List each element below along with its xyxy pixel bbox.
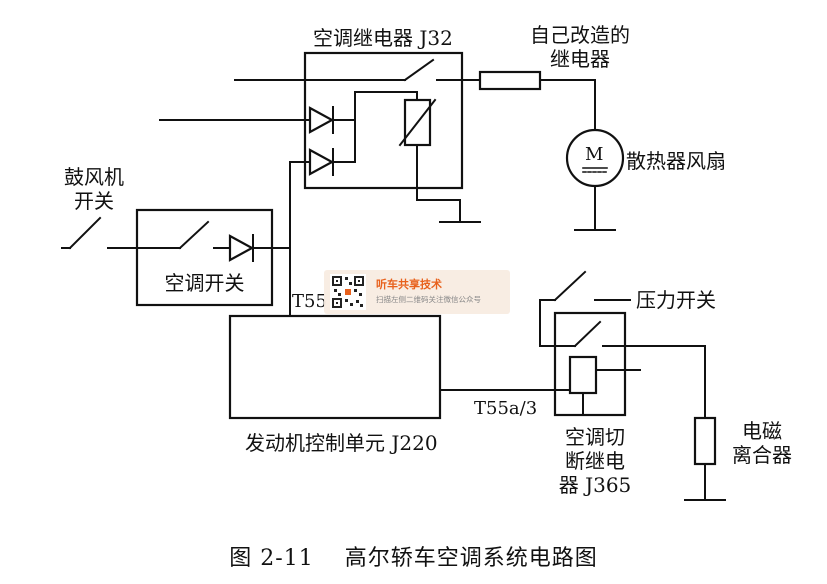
- blower-switch-blade: [68, 216, 102, 250]
- ac-switch-blade: [178, 220, 210, 250]
- ecu-j220-box: [228, 314, 442, 420]
- diode2-triangle: [308, 148, 335, 176]
- relay-switch-blade: [403, 58, 435, 82]
- modified-relay-label-1: 自己改造的: [530, 23, 630, 47]
- cutoff-relay-output-wire: [602, 345, 706, 419]
- fan-supply-wire: [539, 79, 596, 131]
- cutoff-relay-label-2: 断继电: [565, 449, 625, 473]
- magnetic-clutch: [693, 416, 717, 466]
- modified-relay-element: [478, 70, 542, 91]
- figure-caption: 图 2-11 高尔轿车空调系统电路图: [229, 546, 598, 571]
- radiator-fan-label: 散热器风扇: [626, 149, 726, 173]
- clutch-label-2: 离合器: [732, 443, 792, 467]
- ac-relay-j32-label: 空调继电器 J32: [313, 26, 453, 50]
- cutoff-relay-switch-blade: [573, 320, 602, 348]
- blower-switch-label-2: 开关: [74, 189, 114, 213]
- clutch-label-1: 电磁: [742, 419, 782, 443]
- ac-relay-j32-box: [303, 51, 464, 190]
- coil-ground-wire: [416, 144, 461, 223]
- cutoff-relay-label-3: 器 J365: [558, 473, 632, 497]
- motor-symbol-label: M: [585, 144, 604, 165]
- relay-coil-slash: [398, 98, 437, 147]
- cutoff-relay-coil: [568, 355, 598, 395]
- blower-switch-label-1: 鼓风机: [64, 165, 124, 189]
- watermark-badge: 听车共享技术 扫描左侧二维码关注微信公众号: [324, 270, 510, 314]
- diode1-output-wire: [332, 91, 356, 121]
- ac-switch-box: [135, 208, 274, 307]
- watermark-subtitle: 扫描左侧二维码关注微信公众号: [376, 295, 481, 304]
- cutoff-relay-label-1: 空调切: [565, 425, 625, 449]
- cutoff-relay-left-wire: [539, 299, 576, 347]
- pin-t55-label: T55: [292, 291, 327, 312]
- diode1-triangle: [308, 106, 335, 134]
- watermark-title: 听车共享技术: [376, 278, 442, 291]
- diode2-output-wire: [332, 119, 356, 163]
- qr-code-icon: [330, 274, 366, 310]
- cutoff-relay-j365-box: [553, 311, 627, 417]
- pin-t55a3-label: T55a/3: [474, 398, 538, 419]
- ac-switch-label: 空调开关: [164, 271, 245, 295]
- pressure-switch-blade: [553, 270, 587, 302]
- modified-relay-label-2: 继电器: [550, 47, 610, 71]
- pressure-switch-label: 压力开关: [636, 288, 716, 312]
- ecu-label: 发动机控制单元 J220: [245, 431, 438, 455]
- ac-switch-diode-triangle: [228, 234, 255, 262]
